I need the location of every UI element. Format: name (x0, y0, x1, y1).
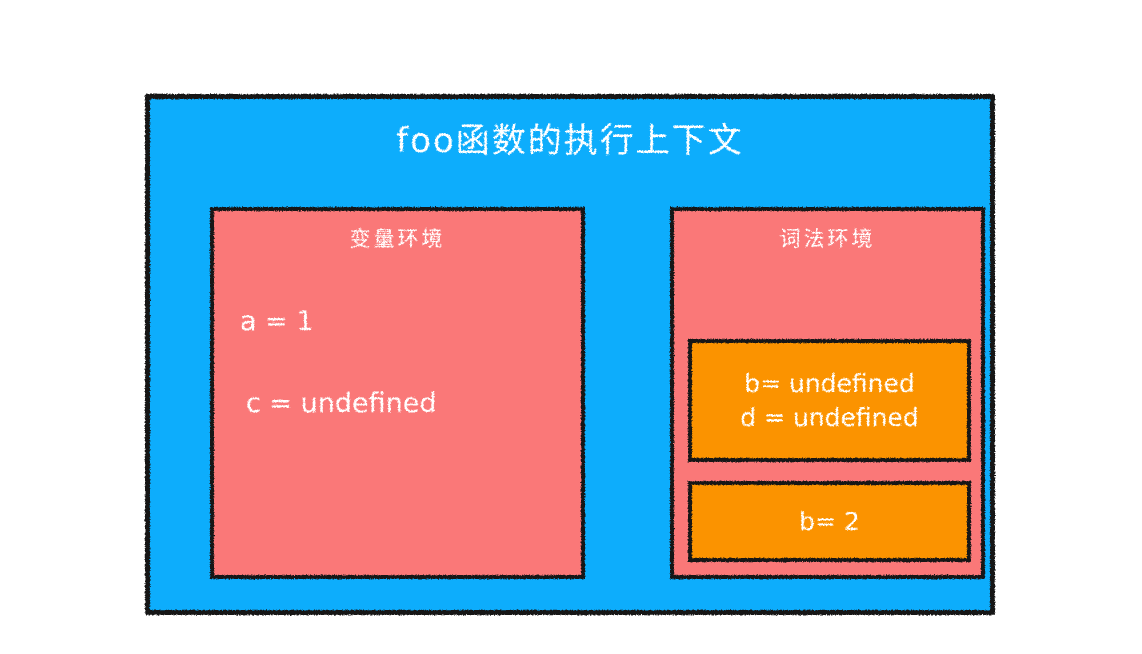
scope-binding-b-2: b= 2 (799, 506, 860, 536)
scope-binding-b-undefined: b= undefined (744, 368, 915, 398)
execution-context-title: foo函数的执行上下文 (396, 121, 744, 161)
variable-environment-heading: 变量环境 (349, 227, 446, 251)
binding-a: a = 1 (240, 306, 314, 337)
variable-environment-binding-list: a = 1 c = undefined (240, 305, 571, 421)
scope-binding-d-undefined: d = undefined (740, 402, 919, 432)
lexical-scope-block-assigned: b= 2 (688, 481, 971, 562)
variable-environment-panel: 变量环境 a = 1 c = undefined (210, 207, 585, 579)
binding-c: c = undefined (246, 388, 437, 419)
lexical-scope-block-hoisted: b= undefined d = undefined (688, 339, 971, 462)
execution-context-container: foo函数的执行上下文 变量环境 a = 1 c = undefined 词法环… (145, 94, 995, 615)
environments-row: 变量环境 a = 1 c = undefined 词法环境 b= undefin… (210, 207, 985, 579)
lexical-environment-panel: 词法环境 b= undefined d = undefined b= 2 (670, 207, 985, 579)
lexical-environment-heading: 词法环境 (779, 227, 876, 251)
